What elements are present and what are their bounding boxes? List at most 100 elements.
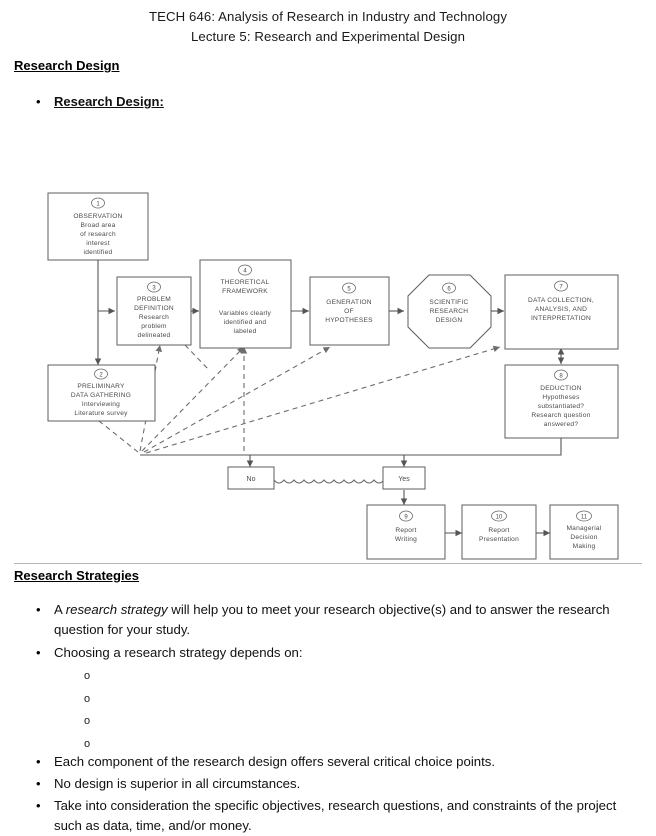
node-8-line-3: Research question [531,412,590,419]
node-6-line-2: DESIGN [436,317,463,324]
node-5-number: 5 [347,286,351,292]
node-11-line-1: Decision [570,534,597,541]
decision-no-text: No [247,476,256,483]
diagram-node-4: 4 THEORETICAL FRAMEWORK Variables clearl… [199,259,292,349]
node-6-line-0: SCIENTIFIC [429,299,468,306]
node-8-number: 8 [559,373,563,379]
bullet-take-into-consideration: • Take into consideration the specific o… [36,796,636,835]
node-1-line-3: interest [86,240,110,247]
wavy-connector-no-to-9 [273,479,395,484]
node-2-line-3: Literature survey [74,410,128,417]
node-3-line-3: problem [141,323,167,330]
node-6-line-1: RESEARCH [430,308,469,315]
node-9-line-0: Report [395,527,416,534]
node-4-line-0: THEORETICAL [221,279,270,286]
section-heading-research-strategies: Research Strategies [14,568,140,583]
node-10-number: 10 [496,514,503,520]
sub-bullet-4: o [84,738,91,750]
node-8-line-4: answered? [544,421,579,428]
node-9-line-1: Writing [395,536,417,543]
diagram-node-1: 1 OBSERVATION Broad area of research int… [47,192,149,261]
node-4-line-3: Variables clearly [219,310,272,317]
decision-yes-text: Yes [398,476,410,483]
node-6-number: 6 [447,286,451,292]
section-divider [14,563,642,564]
node-1-number: 1 [96,201,100,207]
node-7-line-0: DATA COLLECTION, [528,297,594,304]
node-2-number: 2 [99,372,103,378]
node-4-line-5: labeled [233,328,256,335]
bullet-dot-icon: • [36,94,41,109]
node-5-line-0: GENERATION [326,299,372,306]
node-3-line-2: Research [139,314,169,321]
node-8-line-0: DEDUCTION [540,385,581,392]
diagram-node-3: 3 PROBLEM DEFINITION Research problem de… [116,276,192,346]
node-2-line-2: Interviewing [82,401,120,408]
feedback-3-branch [184,344,211,372]
sub-bullet-2: o [84,693,91,705]
connector-8-to-decision-bus [140,438,562,456]
bullet-research-design: • Research Design: [36,92,164,112]
bullet-research-design-label: Research Design: [54,94,164,109]
diagram-node-2: 2 PRELIMINARY DATA GATHERING Interviewin… [47,364,156,422]
node-3-line-1: DEFINITION [134,305,174,312]
bullet-1-text: A research strategy will help you to mee… [54,602,610,637]
bullet-dot-icon: • [36,645,41,660]
diagram-node-8: 8 DEDUCTION Hypotheses substantiated? Re… [504,364,619,439]
node-5-line-2: HYPOTHESES [325,317,373,324]
diagram-node-7: 7 DATA COLLECTION, ANALYSIS, AND INTERPR… [504,274,619,350]
decision-label-yes: Yes [382,466,426,490]
bullet-choice-points: • Each component of the research design … [36,752,636,772]
section-heading-research-design: Research Design [14,58,120,73]
node-7-number: 7 [559,284,563,290]
bullet-choosing-strategy: • Choosing a research strategy depends o… [36,643,636,663]
research-process-diagram: 1 OBSERVATION Broad area of research int… [0,175,656,560]
bullet-dot-icon: • [36,776,41,791]
node-7-line-1: ANALYSIS, AND [535,306,587,313]
node-8-line-1: Hypotheses [542,394,580,401]
sub-bullet-3: o [84,715,91,727]
node-9-number: 9 [404,514,408,520]
bullet-2-text: Choosing a research strategy depends on: [54,645,303,660]
node-1-line-0: OBSERVATION [73,213,122,220]
node-8-line-2: substantiated? [538,403,584,410]
diagram-node-11: 11 Managerial Decision Making [549,504,619,560]
document-header: TECH 646: Analysis of Research in Indust… [0,0,656,47]
feedback-to-5 [143,346,331,453]
node-4-number: 4 [243,268,247,274]
sub-bullet-1: o [84,670,91,682]
node-5-line-1: OF [344,308,354,315]
diagram-node-10: 10 Report Presentation [461,504,537,560]
bullet-1-italic-term: research strategy [65,602,168,617]
node-3-line-0: PROBLEM [137,296,171,303]
bullet-dot-icon: • [36,798,41,813]
node-4-line-4: identified and [224,319,267,326]
node-11-number: 11 [581,514,588,520]
bullet-dot-icon: • [36,602,41,617]
feedback-to-4-vert [141,346,245,452]
node-3-number: 3 [152,285,156,291]
feedback-to-7 [145,345,501,454]
node-2-line-1: DATA GATHERING [71,392,131,399]
bullet-3-text: Each component of the research design of… [54,754,496,769]
node-1-line-1: Broad area [80,222,115,229]
node-3-line-4: delineated [138,332,171,339]
node-11-line-2: Making [573,543,596,550]
bullet-research-strategy-definition: • A research strategy will help you to m… [36,600,636,639]
node-2-line-0: PRELIMINARY [77,383,125,390]
node-1-line-4: identified [84,249,113,256]
node-11-line-0: Managerial [566,525,601,532]
decision-label-no: No [227,466,275,490]
bullet-4-text: No design is superior in all circumstanc… [54,776,301,791]
diagram-node-5: 5 GENERATION OF HYPOTHESES [309,276,390,346]
diagram-node-6: 6 SCIENTIFIC RESEARCH DESIGN [407,274,492,349]
bullet-dot-icon: • [36,754,41,769]
node-1-line-2: of research [80,231,116,238]
diagram-node-9: 9 Report Writing [366,504,446,560]
node-10-line-1: Presentation [479,536,519,543]
header-line-1: TECH 646: Analysis of Research in Indust… [148,9,508,24]
header-line-2: Lecture 5: Research and Experimental Des… [190,29,466,44]
bullet-5-text: Take into consideration the specific obj… [54,798,617,833]
node-10-line-0: Report [488,527,509,534]
